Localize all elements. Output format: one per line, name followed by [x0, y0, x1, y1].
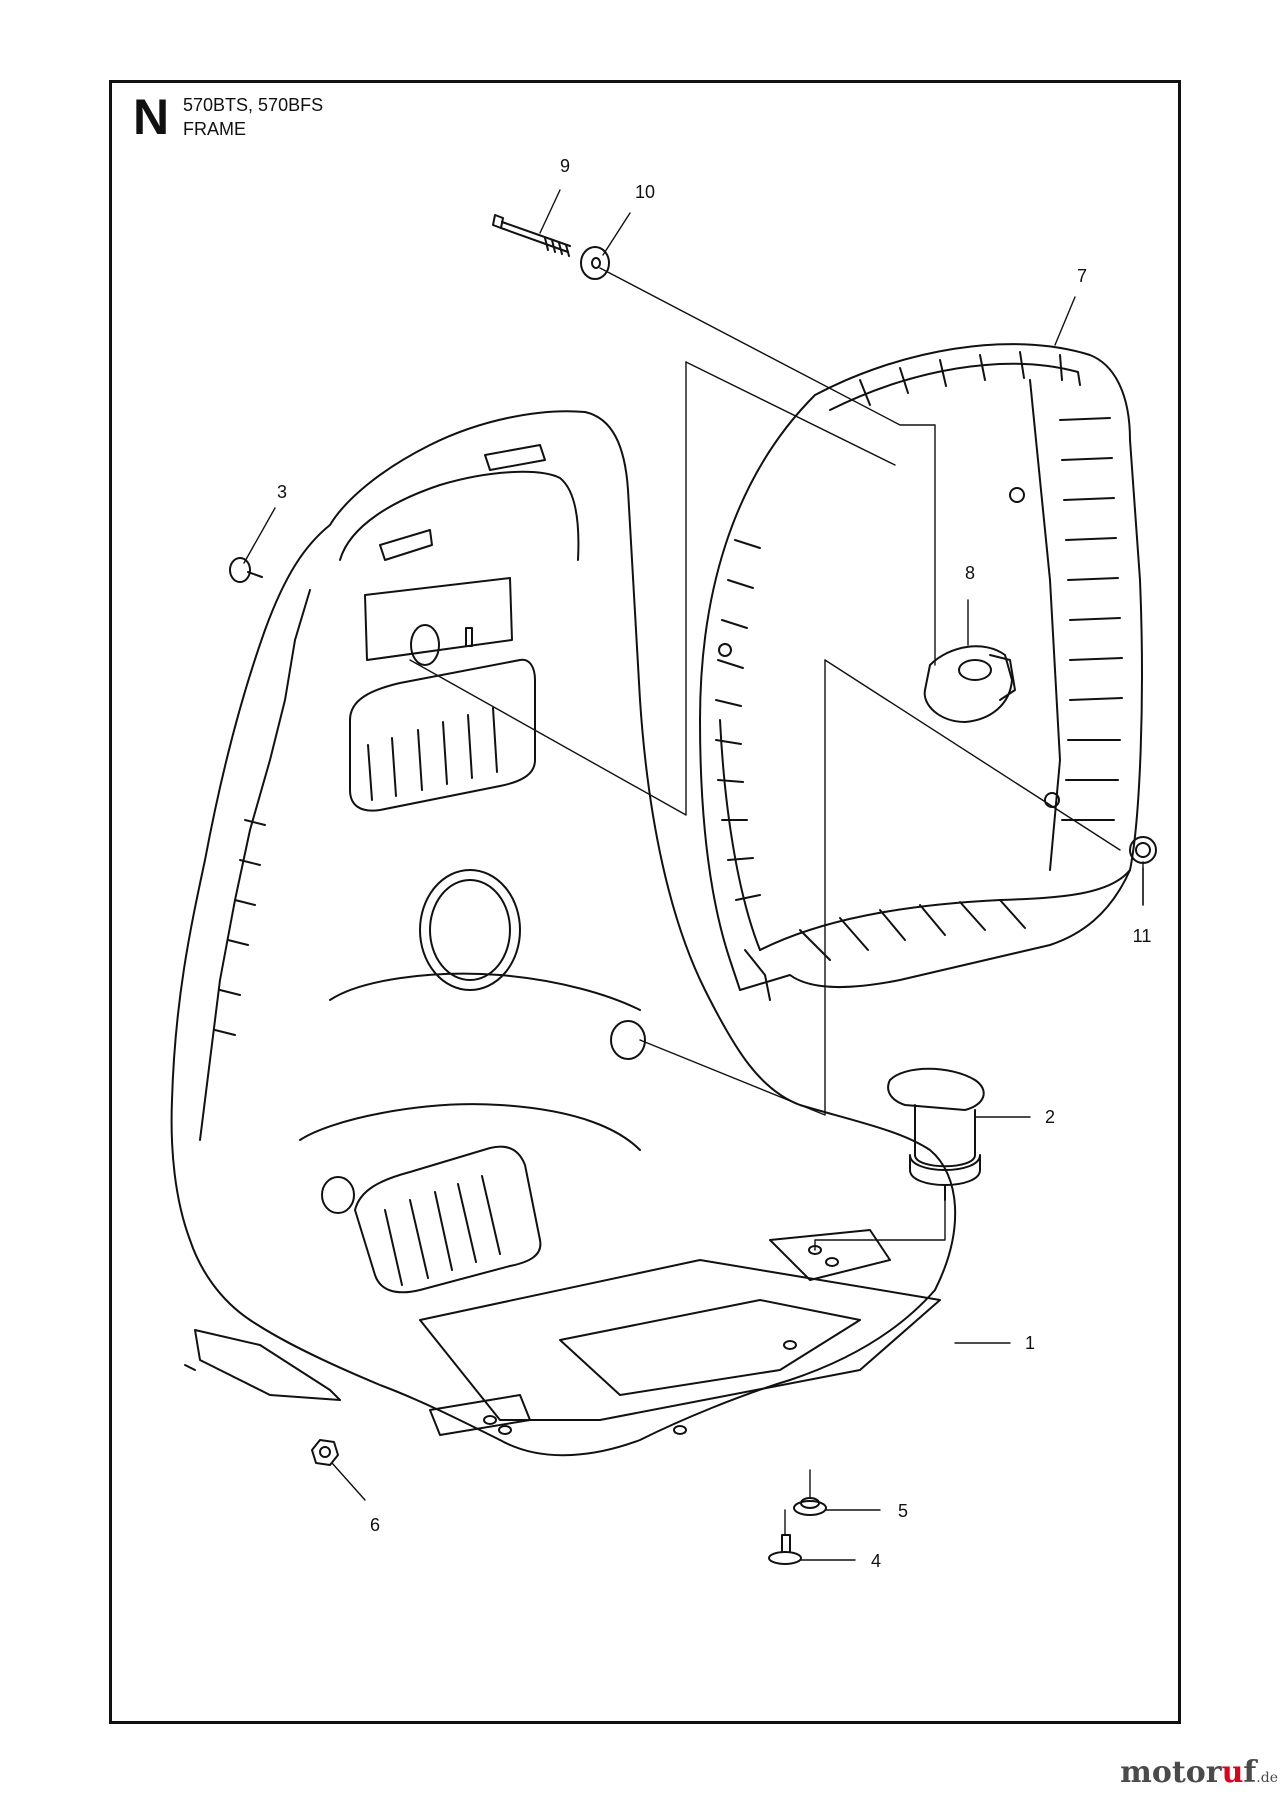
leader-10 — [602, 212, 631, 256]
diagram-frame — [109, 80, 1181, 1724]
leader-9 — [539, 189, 561, 234]
callout-8: 8 — [964, 563, 976, 583]
callout-11: 11 — [1132, 926, 1152, 946]
callout-4: 4 — [870, 1551, 882, 1571]
callout-5: 5 — [897, 1501, 909, 1521]
callout-10: 10 — [634, 182, 656, 202]
rubber-buffer — [887, 1067, 985, 1201]
section-letter: N — [133, 89, 170, 145]
leader-7 — [1054, 296, 1076, 346]
callout-1: 1 — [1024, 1333, 1036, 1353]
screw-4 — [768, 1534, 802, 1565]
watermark-tld: .de — [1256, 1770, 1278, 1786]
watermark-text-b: u — [1221, 1755, 1244, 1790]
callout-2: 2 — [1044, 1107, 1056, 1127]
watermark-text-a: motor — [1120, 1755, 1222, 1790]
leader-lines — [243, 189, 1144, 1561]
nut-6 — [311, 1439, 339, 1466]
fan-guard — [699, 343, 1143, 1001]
callout-6: 6 — [369, 1515, 381, 1535]
section-title: FRAME — [183, 119, 246, 139]
watermark-logo: motoruf.de — [1120, 1755, 1278, 1790]
callout-3: 3 — [276, 482, 288, 502]
callout-7: 7 — [1076, 266, 1088, 286]
leader-6 — [331, 1462, 366, 1501]
flange-nut-5 — [793, 1497, 827, 1516]
damper-element — [923, 645, 1016, 723]
screw-3 — [229, 557, 263, 583]
bolt — [492, 214, 571, 257]
frame-body — [170, 410, 957, 1457]
model-numbers: 570BTS, 570BFS — [183, 95, 324, 115]
washer — [580, 246, 610, 280]
callout-9: 9 — [559, 156, 571, 176]
leader-3 — [243, 507, 276, 564]
watermark-text-c: f — [1243, 1755, 1257, 1790]
